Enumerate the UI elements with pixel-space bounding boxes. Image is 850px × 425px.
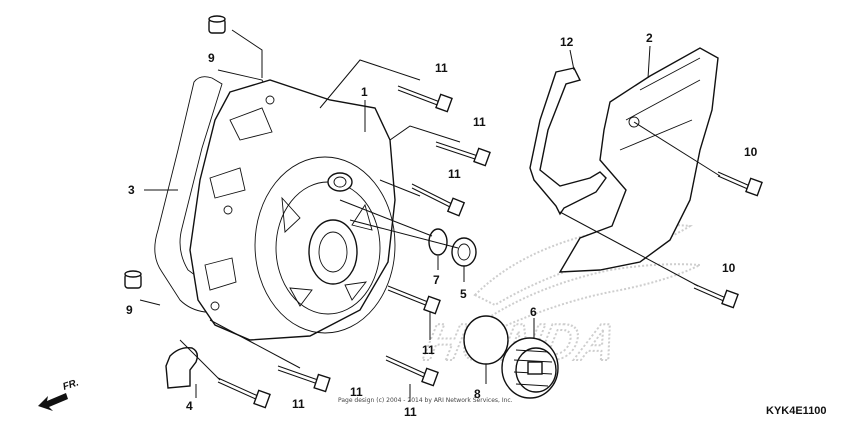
bolt-11-f	[277, 365, 331, 393]
bolt-11-g	[217, 377, 271, 409]
callout-label: 11	[435, 61, 448, 75]
dowel-pin-top	[208, 15, 226, 34]
o-ring-7	[428, 228, 448, 256]
callout-label: 6	[530, 305, 537, 319]
callout-label: 11	[350, 385, 363, 399]
callout-label: 8	[474, 387, 481, 401]
plug-cap-5	[451, 237, 477, 267]
front-arrow-icon	[38, 393, 68, 411]
bolt-11-b	[435, 141, 491, 167]
rear-cover-ribs	[619, 57, 701, 151]
stay-bracket	[529, 67, 607, 216]
callout-label: 5	[460, 287, 467, 301]
diagram-code: KYK4E1100	[766, 405, 827, 417]
o-ring-8	[463, 315, 509, 365]
dowel-pin-bottom	[124, 270, 142, 289]
callout-label: 11	[448, 167, 461, 181]
copyright-notice: Page design (c) 2004 - 2014 by ARI Netwo…	[338, 397, 513, 404]
callout-label: 2	[646, 31, 653, 45]
callout-label: 7	[433, 273, 440, 287]
plug-cap-6	[501, 337, 559, 399]
callout-label: 9	[126, 303, 133, 317]
crankcase-cover	[189, 79, 396, 341]
callout-label: 10	[744, 145, 758, 159]
gasket	[154, 76, 231, 313]
leader-lines	[139, 29, 721, 402]
callout-label: 3	[128, 183, 135, 197]
callout-label: 10	[722, 261, 736, 275]
callout-label: 11	[292, 397, 305, 411]
bolt-10-b	[693, 283, 739, 309]
front-direction-label: FR.	[62, 377, 81, 392]
callout-label: 12	[560, 35, 574, 49]
rear-cover	[558, 47, 719, 273]
callout-label: 11	[422, 343, 435, 357]
bolt-11-c	[411, 183, 466, 217]
rear-cover-hole	[628, 116, 640, 128]
callout-label: 4	[186, 399, 193, 413]
bolt-11-a	[397, 85, 453, 113]
callout-label: 11	[473, 115, 486, 129]
callout-label: 11	[404, 405, 417, 419]
bolt-10-a	[717, 171, 763, 197]
bolt-11-d	[387, 285, 441, 315]
callout-label: 9	[208, 51, 215, 65]
clamp	[165, 346, 199, 389]
callout-label: 1	[361, 85, 368, 99]
bolt-11-e	[385, 355, 439, 387]
